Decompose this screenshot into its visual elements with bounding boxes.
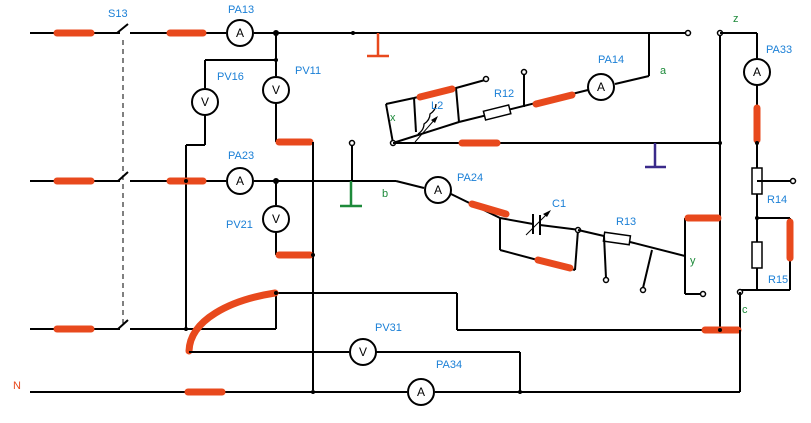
resistor-r12 xyxy=(482,104,512,121)
node-z: z xyxy=(733,13,739,25)
label-n: N xyxy=(13,380,21,392)
jumper xyxy=(534,256,574,272)
label-c1: C1 xyxy=(552,198,566,210)
label-s13: S13 xyxy=(108,8,128,20)
label-pa34: PA34 xyxy=(436,359,462,371)
label-r15: R15 xyxy=(768,274,788,286)
label-l2: L2 xyxy=(431,100,443,112)
ammeter-pa14: A xyxy=(587,73,615,101)
resistor-r13 xyxy=(602,231,632,246)
label-pv16: PV16 xyxy=(217,71,244,83)
node-y: y xyxy=(690,255,696,267)
label-r13: R13 xyxy=(616,216,636,228)
svg-text:A: A xyxy=(236,174,244,188)
voltmeter-pv16: V xyxy=(185,59,276,330)
label-pa13: PA13 xyxy=(228,4,254,16)
label-pa24: PA24 xyxy=(457,172,483,184)
ammeter-pa23: A xyxy=(226,167,254,195)
node-b: b xyxy=(382,188,388,200)
voltmeter-pv31: V xyxy=(189,338,521,392)
svg-text:V: V xyxy=(272,83,280,97)
label-r12: R12 xyxy=(494,88,514,100)
svg-text:A: A xyxy=(434,183,442,197)
neutral-line xyxy=(30,330,741,393)
ammeter-pa13: A xyxy=(226,19,254,47)
capacitor-c1 xyxy=(499,210,581,236)
label-r14: R14 xyxy=(767,194,787,206)
voltmeter-pv21: V xyxy=(262,181,313,256)
ammeter-pa33: A xyxy=(743,58,771,86)
label-pa33: PA33 xyxy=(766,44,792,56)
label-pv31: PV31 xyxy=(375,322,402,334)
phase-line-1 xyxy=(30,29,692,37)
label-pv11: PV11 xyxy=(295,65,321,77)
inductor-l2 xyxy=(385,75,490,144)
jumper xyxy=(532,91,576,108)
ground-green xyxy=(340,181,362,208)
node-c: c xyxy=(742,304,748,316)
svg-text:A: A xyxy=(753,65,761,79)
svg-text:V: V xyxy=(359,345,367,359)
label-pa14: PA14 xyxy=(598,54,624,66)
node-a: a xyxy=(660,65,667,77)
svg-text:V: V xyxy=(201,95,209,109)
jumper xyxy=(185,289,279,355)
ammeter-pa34: A xyxy=(407,378,435,406)
switch-s13 xyxy=(116,23,129,330)
svg-text:V: V xyxy=(272,212,280,226)
label-pv21: PV21 xyxy=(226,219,253,231)
node-x: x xyxy=(390,112,396,124)
jumper xyxy=(468,200,510,218)
resistor-r15 xyxy=(751,241,763,269)
svg-text:A: A xyxy=(236,26,244,40)
ammeter-pa24: A xyxy=(424,176,452,204)
svg-text:A: A xyxy=(597,80,605,94)
ground-red xyxy=(367,33,389,58)
voltmeter-pv11: V xyxy=(262,33,313,143)
label-pa23: PA23 xyxy=(228,150,254,162)
ground-purple xyxy=(645,143,666,169)
svg-text:A: A xyxy=(417,385,425,399)
